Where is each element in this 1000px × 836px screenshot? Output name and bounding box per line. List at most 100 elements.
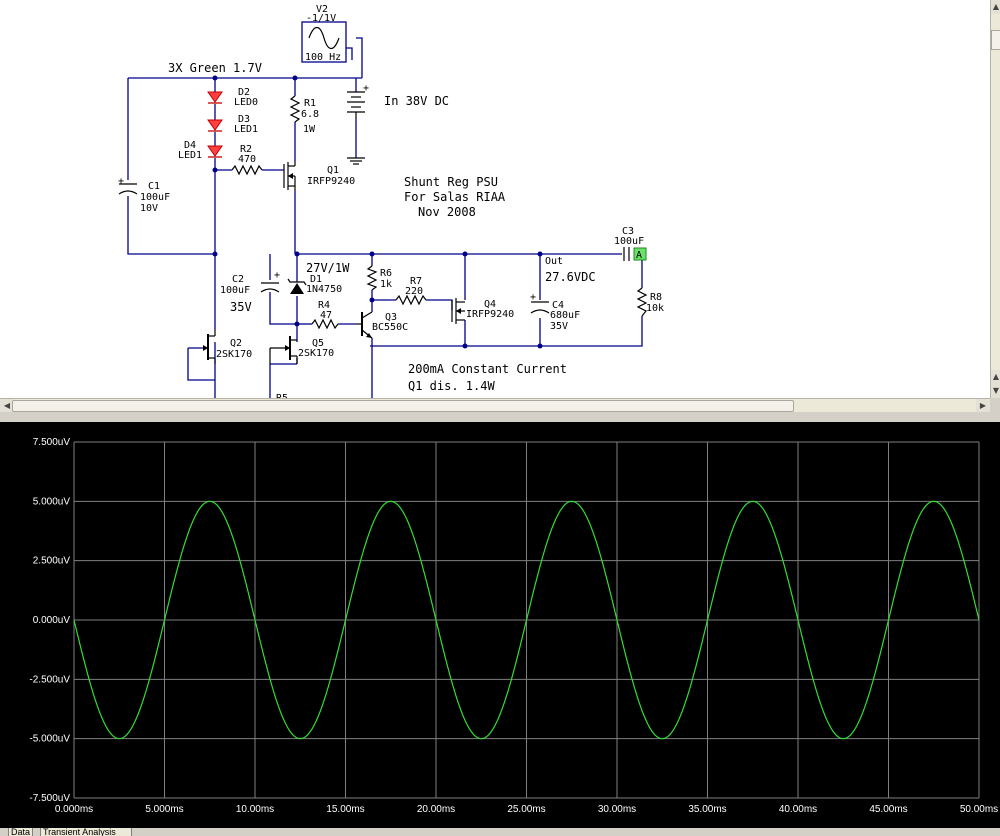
battery-symbol[interactable]: + (347, 83, 369, 118)
probe-a-marker[interactable]: A (633, 247, 647, 261)
r6-value: 1k (380, 279, 392, 290)
tab-data[interactable]: Data (8, 828, 34, 836)
note-title: Shunt Reg PSU (404, 175, 498, 189)
q2-name: Q2 (230, 338, 242, 349)
x-tick-label: 50.00ms (960, 804, 998, 815)
note-current: 200mA Constant Current (408, 362, 567, 376)
q4-mosfet-symbol[interactable] (451, 298, 465, 324)
x-tick-label: 10.00ms (236, 804, 274, 815)
scroll-up-icon-lower[interactable]: ▲ (991, 370, 1000, 384)
r4-symbol[interactable] (311, 318, 339, 330)
sine-trace (73, 500, 980, 740)
d3-name: D3 (238, 114, 250, 125)
schematic-canvas[interactable]: V2 -1/1V 100 Hz + In 38V DC 3X Green 1.7… (0, 0, 990, 398)
c3-value: 100uF (614, 236, 644, 247)
q4-name: Q4 (484, 299, 496, 310)
d2-value: LED0 (234, 97, 258, 108)
leds-title: 3X Green 1.7V (168, 61, 262, 75)
tab-transient-analysis[interactable]: Transient Analysis (40, 828, 132, 836)
y-tick-label: -2.500uV (29, 674, 70, 685)
note-date: Nov 2008 (418, 205, 476, 219)
c2-value: 100uF (220, 285, 250, 296)
v2-source-symbol[interactable] (301, 21, 347, 63)
q4-value: IRFP9240 (466, 309, 514, 320)
schematic-vertical-scrollbar[interactable]: ▲ ▲ ▼ (990, 0, 1000, 398)
d3-value: LED1 (234, 124, 258, 135)
r6-symbol[interactable] (366, 265, 378, 291)
r1-power: 1W (303, 124, 316, 135)
r8-symbol[interactable] (636, 287, 648, 317)
svg-text:A: A (636, 250, 642, 261)
scroll-right-icon[interactable]: ▶ (976, 399, 990, 412)
c1-capacitor-symbol[interactable]: + (118, 176, 138, 195)
q3-name: Q3 (385, 312, 397, 323)
y-tick-label: 5.000uV (33, 496, 71, 507)
led-d3-symbol[interactable] (207, 119, 223, 132)
graph-grid (73, 441, 980, 799)
c4-voltage: 35V (550, 321, 568, 332)
q1-name: Q1 (327, 165, 339, 176)
led-d4-symbol[interactable] (207, 145, 223, 158)
r7-symbol[interactable] (395, 294, 427, 306)
x-tick-label: 25.00ms (507, 804, 545, 815)
c3-name: C3 (622, 226, 634, 237)
y-tick-label: 7.500uV (33, 437, 71, 448)
svg-text:+: + (274, 270, 280, 281)
y-tick-label: 2.500uV (33, 556, 71, 567)
scroll-up-icon[interactable]: ▲ (991, 0, 1000, 14)
schematic-wires (127, 37, 643, 398)
svg-text:+: + (363, 83, 369, 94)
scroll-left-icon[interactable]: ◀ (0, 399, 14, 412)
vertical-scroll-thumb[interactable] (991, 30, 1000, 50)
c4-value: 680uF (550, 310, 580, 321)
c2-capacitor-symbol[interactable]: + (260, 270, 280, 293)
d2-name: D2 (238, 87, 250, 98)
q2-value: 2SK170 (216, 349, 252, 360)
x-tick-label: 15.00ms (326, 804, 364, 815)
q2-jfet-symbol[interactable] (203, 330, 216, 364)
r7-name: R7 (410, 276, 422, 287)
q5-jfet-symbol[interactable] (269, 336, 298, 364)
schematic-horizontal-scrollbar[interactable]: ◀ ▶ (0, 398, 990, 412)
y-tick-label: -7.500uV (29, 793, 70, 804)
y-axis-labels: 7.500uV5.000uV2.500uV0.000uV-2.500uV-5.0… (29, 437, 70, 804)
note-subtitle: For Salas RIAA (404, 190, 506, 204)
led-d2-symbol[interactable] (207, 91, 223, 104)
q1-mosfet-symbol[interactable] (283, 162, 296, 190)
q1-value: IRFP9240 (307, 176, 355, 187)
x-tick-label: 0.000ms (55, 804, 93, 815)
r2-symbol[interactable] (231, 164, 263, 176)
horizontal-scroll-thumb[interactable] (12, 400, 794, 412)
r1-value: 6.8 (301, 109, 319, 120)
r1-symbol[interactable] (289, 95, 301, 123)
junction-dots (212, 75, 543, 349)
r2-name: R2 (240, 144, 252, 155)
c3-capacitor-symbol[interactable] (623, 247, 630, 261)
graph-canvas[interactable]: 7.500uV5.000uV2.500uV0.000uV-2.500uV-5.0… (0, 422, 1000, 828)
schematic-editor[interactable]: V2 -1/1V 100 Hz + In 38V DC 3X Green 1.7… (0, 0, 990, 398)
x-tick-label: 20.00ms (417, 804, 455, 815)
d4-value: LED1 (178, 150, 202, 161)
c1-name: C1 (148, 181, 160, 192)
q5-value: 2SK170 (298, 348, 334, 359)
bottom-tab-strip: Data Transient Analysis (0, 828, 1000, 836)
r2-value: 470 (238, 154, 256, 165)
r1-name: R1 (304, 98, 316, 109)
d1-name: D1 (310, 274, 322, 285)
q3-bjt-symbol[interactable] (356, 311, 373, 339)
c4-capacitor-symbol[interactable]: + (530, 292, 550, 314)
r4-value: 47 (320, 310, 332, 321)
x-tick-label: 40.00ms (779, 804, 817, 815)
svg-text:+: + (530, 292, 536, 303)
d4-name: D4 (184, 140, 196, 151)
x-tick-label: 35.00ms (688, 804, 726, 815)
c4-name: C4 (552, 300, 564, 311)
d1-zener-symbol[interactable] (287, 278, 307, 294)
q5-name: Q5 (312, 338, 324, 349)
out-label: Out (545, 256, 563, 267)
vin-label: In 38V DC (384, 94, 449, 108)
scroll-down-icon[interactable]: ▼ (991, 384, 1000, 398)
y-tick-label: -5.000uV (29, 734, 70, 745)
